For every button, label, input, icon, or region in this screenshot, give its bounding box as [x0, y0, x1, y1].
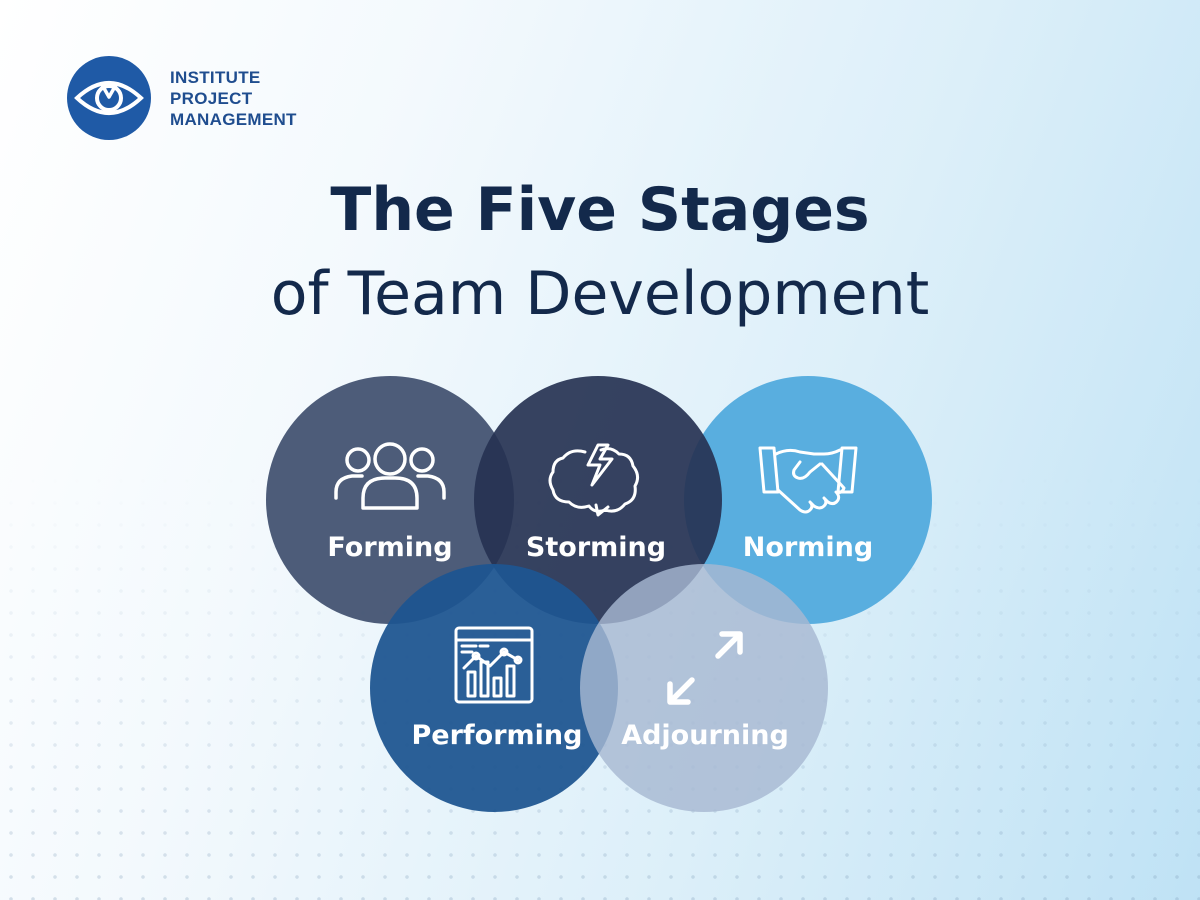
eye-logo-icon: [67, 56, 151, 140]
stage-label-performing: Performing: [411, 720, 583, 751]
stage-circle-adjourning: [580, 564, 828, 812]
stage-circle-norming: [684, 376, 932, 624]
expand-arrows-icon: [667, 631, 743, 705]
page-title: The Five Stages of Team Development: [0, 172, 1200, 334]
title-line-2: of Team Development: [270, 259, 930, 329]
stage-label-storming: Storming: [525, 532, 667, 563]
analytics-chart-icon: [454, 626, 534, 704]
brand-line-institute: INSTITUTE: [170, 67, 261, 87]
handshake-icon: [758, 446, 858, 514]
stage-label-norming: Norming: [742, 532, 874, 563]
stage-label-forming: Forming: [327, 532, 453, 563]
stage-circle-storming: [474, 376, 722, 624]
brand-logo: INSTITUTE PROJECT MANAGEMENT: [66, 55, 297, 141]
brain-lightning-icon: [548, 443, 640, 517]
brand-name: INSTITUTE PROJECT MANAGEMENT: [170, 67, 297, 130]
brand-line-project: PROJECT: [170, 88, 253, 108]
people-group-icon: [334, 442, 446, 510]
stage-circle-forming: [266, 376, 514, 624]
brand-line-management: MANAGEMENT: [170, 109, 297, 129]
stage-label-adjourning: Adjourning: [621, 720, 789, 751]
title-line-1: The Five Stages: [330, 175, 870, 245]
